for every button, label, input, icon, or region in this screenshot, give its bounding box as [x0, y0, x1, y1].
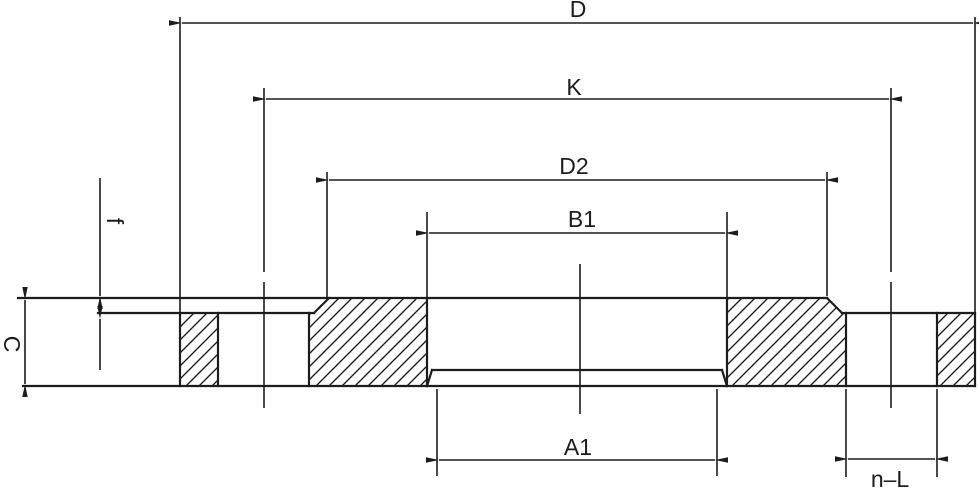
dim-label-C: C [0, 336, 25, 353]
section-hatching [180, 298, 975, 386]
dimension-lines [22, 17, 979, 477]
dim-label-D: D [570, 0, 587, 22]
dim-label-A1: A1 [564, 434, 592, 460]
hatch-right-web [727, 298, 846, 386]
raised-face-left-chamfer [312, 296, 331, 315]
hatch-right-rim [937, 313, 975, 386]
dim-label-K: K [566, 74, 582, 100]
bore-step-left-chamfer [425, 368, 434, 388]
dim-label-nL: n–L [871, 466, 910, 489]
dim-label-B1: B1 [568, 206, 596, 232]
hatch-left-web [309, 298, 427, 386]
dim-label-f: f [102, 218, 128, 225]
flange-body-outline [16, 296, 977, 388]
raised-face-right-chamfer [825, 296, 844, 315]
dim-label-D2: D2 [559, 153, 588, 179]
hatch-left-rim [180, 313, 218, 386]
dimension-labels: D K D2 B1 A1 n–L C f [0, 0, 909, 489]
bore-step-right-chamfer [720, 368, 729, 388]
